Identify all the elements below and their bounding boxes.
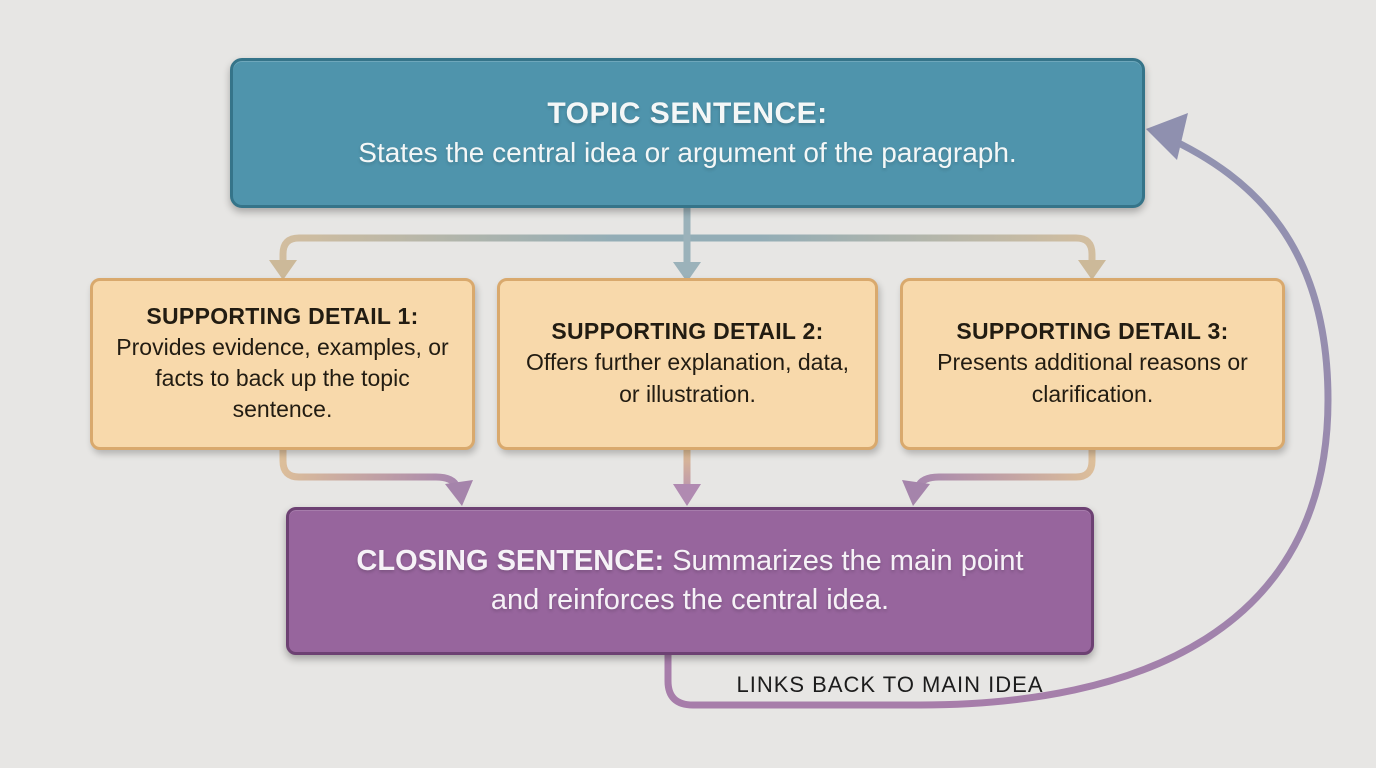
arrowhead-closing-center	[673, 484, 701, 506]
supporting-detail-3-title: SUPPORTING DETAIL 3:	[956, 318, 1229, 345]
closing-sentence-title: CLOSING SENTENCE:	[356, 544, 665, 577]
closing-sentence-box: CLOSING SENTENCE: Summarizes the main po…	[286, 507, 1094, 655]
loop-back-arrow	[664, 113, 1332, 709]
supporting-detail-3-body: Presents additional reasons or clarifica…	[937, 349, 1248, 407]
supporting-detail-2-body: Offers further explanation, data, or ill…	[525, 349, 850, 407]
arrowhead-closing-right	[902, 480, 930, 506]
arrowhead-closing-left	[445, 480, 473, 506]
arrowhead-loop	[1146, 113, 1188, 160]
closing-sentence-body: Summarizes the main point and reinforces…	[490, 544, 1024, 616]
supporting-detail-1-title: SUPPORTING DETAIL 1:	[146, 302, 419, 329]
topic-to-details-connector	[269, 206, 1106, 282]
details-to-closing-connector	[279, 448, 1096, 506]
closing-sentence-text: CLOSING SENTENCE: Summarizes the main po…	[344, 542, 1036, 620]
supporting-detail-1-box: SUPPORTING DETAIL 1: Provides evidence, …	[90, 278, 475, 450]
arrowhead-down-right	[1078, 260, 1106, 280]
topic-sentence-box: TOPIC SENTENCE: States the central idea …	[230, 58, 1145, 208]
arrowhead-down-left	[269, 260, 297, 280]
supporting-detail-3-box: SUPPORTING DETAIL 3: Presents additional…	[900, 278, 1285, 450]
topic-sentence-title: TOPIC SENTENCE:	[547, 97, 828, 130]
supporting-detail-2-title: SUPPORTING DETAIL 2:	[551, 318, 824, 345]
supporting-detail-2-box: SUPPORTING DETAIL 2: Offers further expl…	[497, 278, 878, 450]
loop-arrow-label: LINKS BACK TO MAIN IDEA	[736, 672, 1044, 697]
supporting-detail-1-body: Provides evidence, examples, or facts to…	[116, 333, 449, 423]
arrowhead-down-center	[673, 262, 701, 282]
topic-sentence-body: States the central idea or argument of t…	[358, 137, 1017, 168]
